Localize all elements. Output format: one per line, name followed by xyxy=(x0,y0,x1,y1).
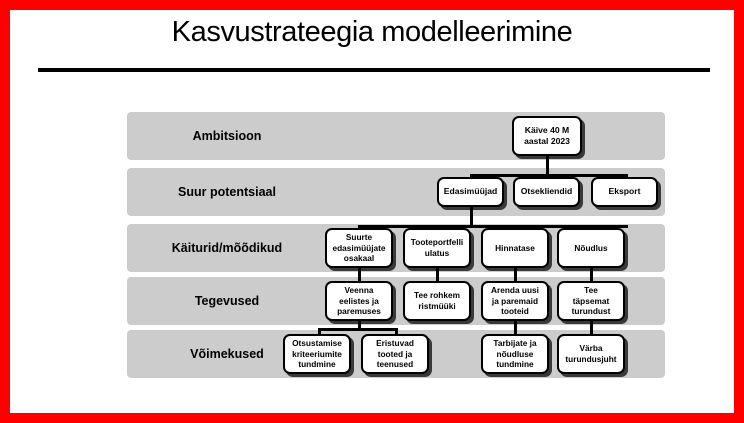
connector-capability-1 xyxy=(318,328,321,339)
node-potential-eksport[interactable]: Eksport xyxy=(591,177,658,207)
connector-driver4-activity4 xyxy=(590,266,593,286)
red-frame-bottom xyxy=(0,413,744,423)
red-frame-left xyxy=(0,0,10,423)
band-label-ambitsioon: Ambitsioon xyxy=(192,129,262,143)
node-driver-noudlus[interactable]: Nõudlus xyxy=(557,228,625,268)
red-frame-top xyxy=(0,0,744,10)
band-label-suur-potentsiaal: Suur potentsiaal xyxy=(178,185,276,199)
connector-driver2-activity2 xyxy=(436,266,439,286)
node-potential-edasimuujad[interactable]: Edasimüüjad xyxy=(437,177,504,207)
band-label-kaiturid-moodikud: Käiturid/mõõdikud xyxy=(171,241,283,255)
title-divider xyxy=(38,68,710,72)
connector-activity3-capability3 xyxy=(514,319,517,339)
red-frame-right xyxy=(734,0,744,423)
band-label-voimekused: Võimekused xyxy=(190,347,264,361)
connector-driver1-activity1 xyxy=(358,266,361,286)
connector-drivers-bus xyxy=(358,225,628,228)
connector-activity1-down xyxy=(358,319,361,331)
connector-edasimuujad-down xyxy=(470,206,473,228)
band-label-tegevused: Tegevused xyxy=(194,294,260,308)
node-driver-hinnatase[interactable]: Hinnatase xyxy=(481,228,549,268)
connector-driver3-activity3 xyxy=(514,266,517,286)
page-title: Kasvustrateegia modelleerimine xyxy=(171,16,573,48)
connector-capability-bus xyxy=(318,328,398,331)
connector-ambition-down xyxy=(546,155,549,177)
band-ambitsioon: Ambitsioon xyxy=(127,112,665,160)
connector-capability-2 xyxy=(395,328,398,339)
connector-activity4-capability4 xyxy=(590,319,593,339)
connector-potential-bus-right xyxy=(546,174,628,177)
node-potential-otsekliendid[interactable]: Otsekliendid xyxy=(513,177,580,207)
